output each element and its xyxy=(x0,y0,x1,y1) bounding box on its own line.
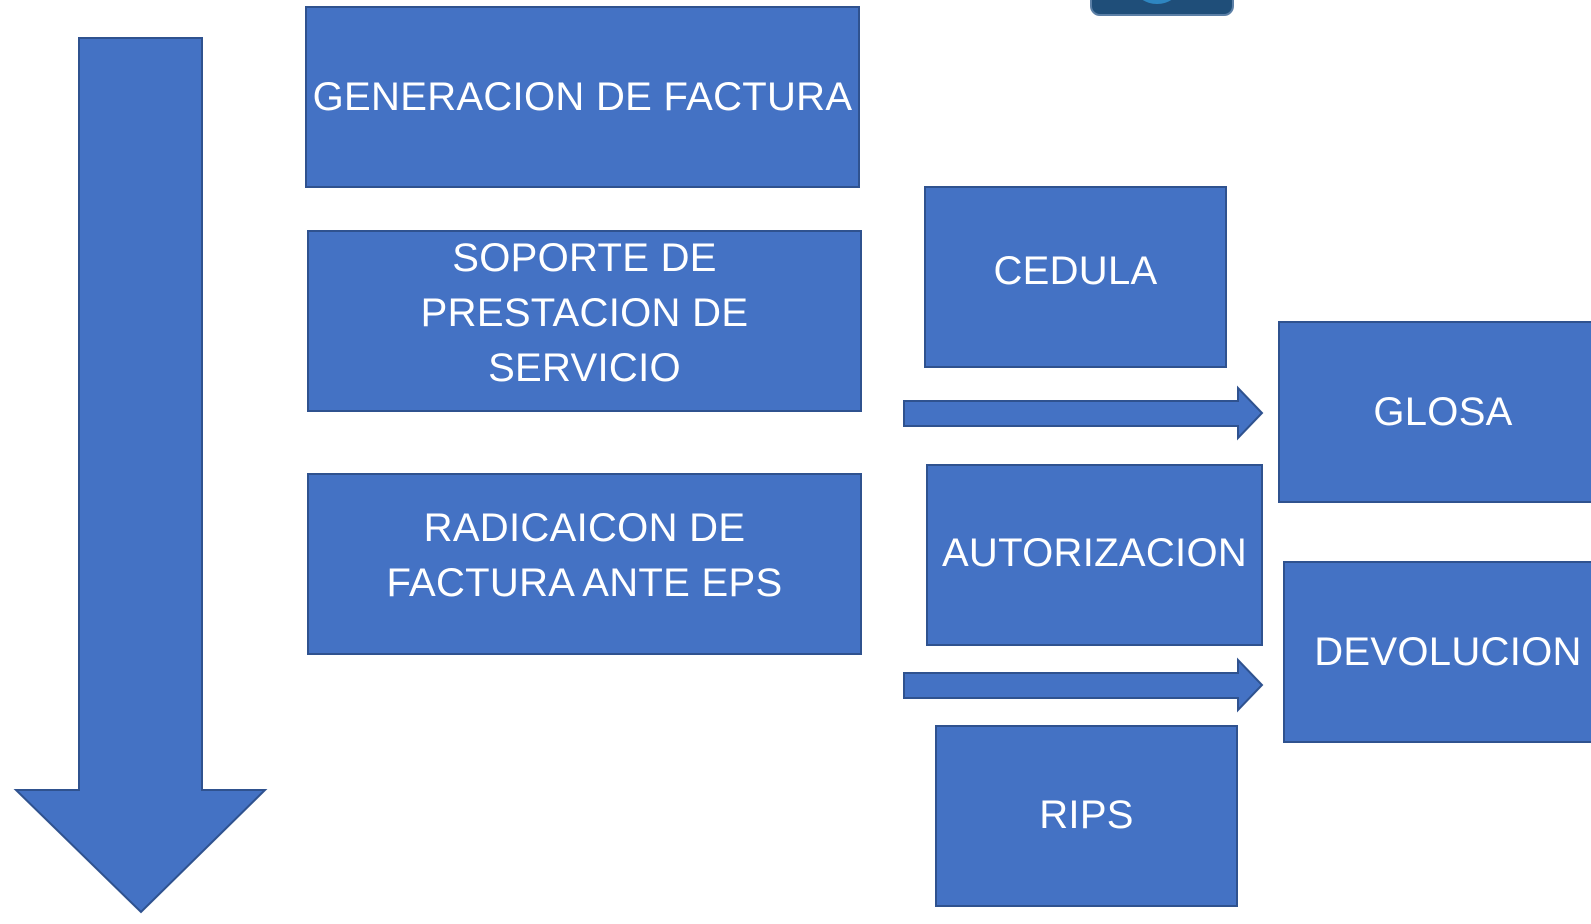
box-rips-label: RIPS xyxy=(1039,792,1134,837)
box-devolucion-label: DEVOLUCION xyxy=(1314,629,1582,674)
box-radicacion-de-factura: RADICAICON DE FACTURA ANTE EPS xyxy=(307,473,862,655)
organization-logo xyxy=(1090,0,1234,16)
right-arrow-lower xyxy=(903,657,1264,713)
box-cedula: CEDULA xyxy=(924,186,1227,368)
box-generacion-label: GENERACION DE FACTURA xyxy=(312,74,853,119)
box-devolucion: DEVOLUCION xyxy=(1283,561,1591,743)
box-cedula-label: CEDULA xyxy=(993,248,1158,293)
big-down-arrow xyxy=(13,37,268,914)
box-glosa-label: GLOSA xyxy=(1373,389,1513,434)
box-rips: RIPS xyxy=(935,725,1238,907)
box-soporte-label: SOPORTE DE PRESTACION DE SERVICIO xyxy=(420,235,749,390)
box-radicacion-label: RADICAICON DE FACTURA ANTE EPS xyxy=(386,506,783,605)
logo-mark-icon xyxy=(1136,0,1178,4)
box-autorizacion-label: AUTORIZACION xyxy=(941,530,1248,575)
right-arrow-upper xyxy=(903,385,1264,441)
box-soporte-de-prestacion: SOPORTE DE PRESTACION DE SERVICIO xyxy=(307,230,862,412)
box-generacion-de-factura: GENERACION DE FACTURA xyxy=(305,6,860,188)
box-glosa: GLOSA xyxy=(1278,321,1591,503)
box-autorizacion: AUTORIZACION xyxy=(926,464,1263,646)
